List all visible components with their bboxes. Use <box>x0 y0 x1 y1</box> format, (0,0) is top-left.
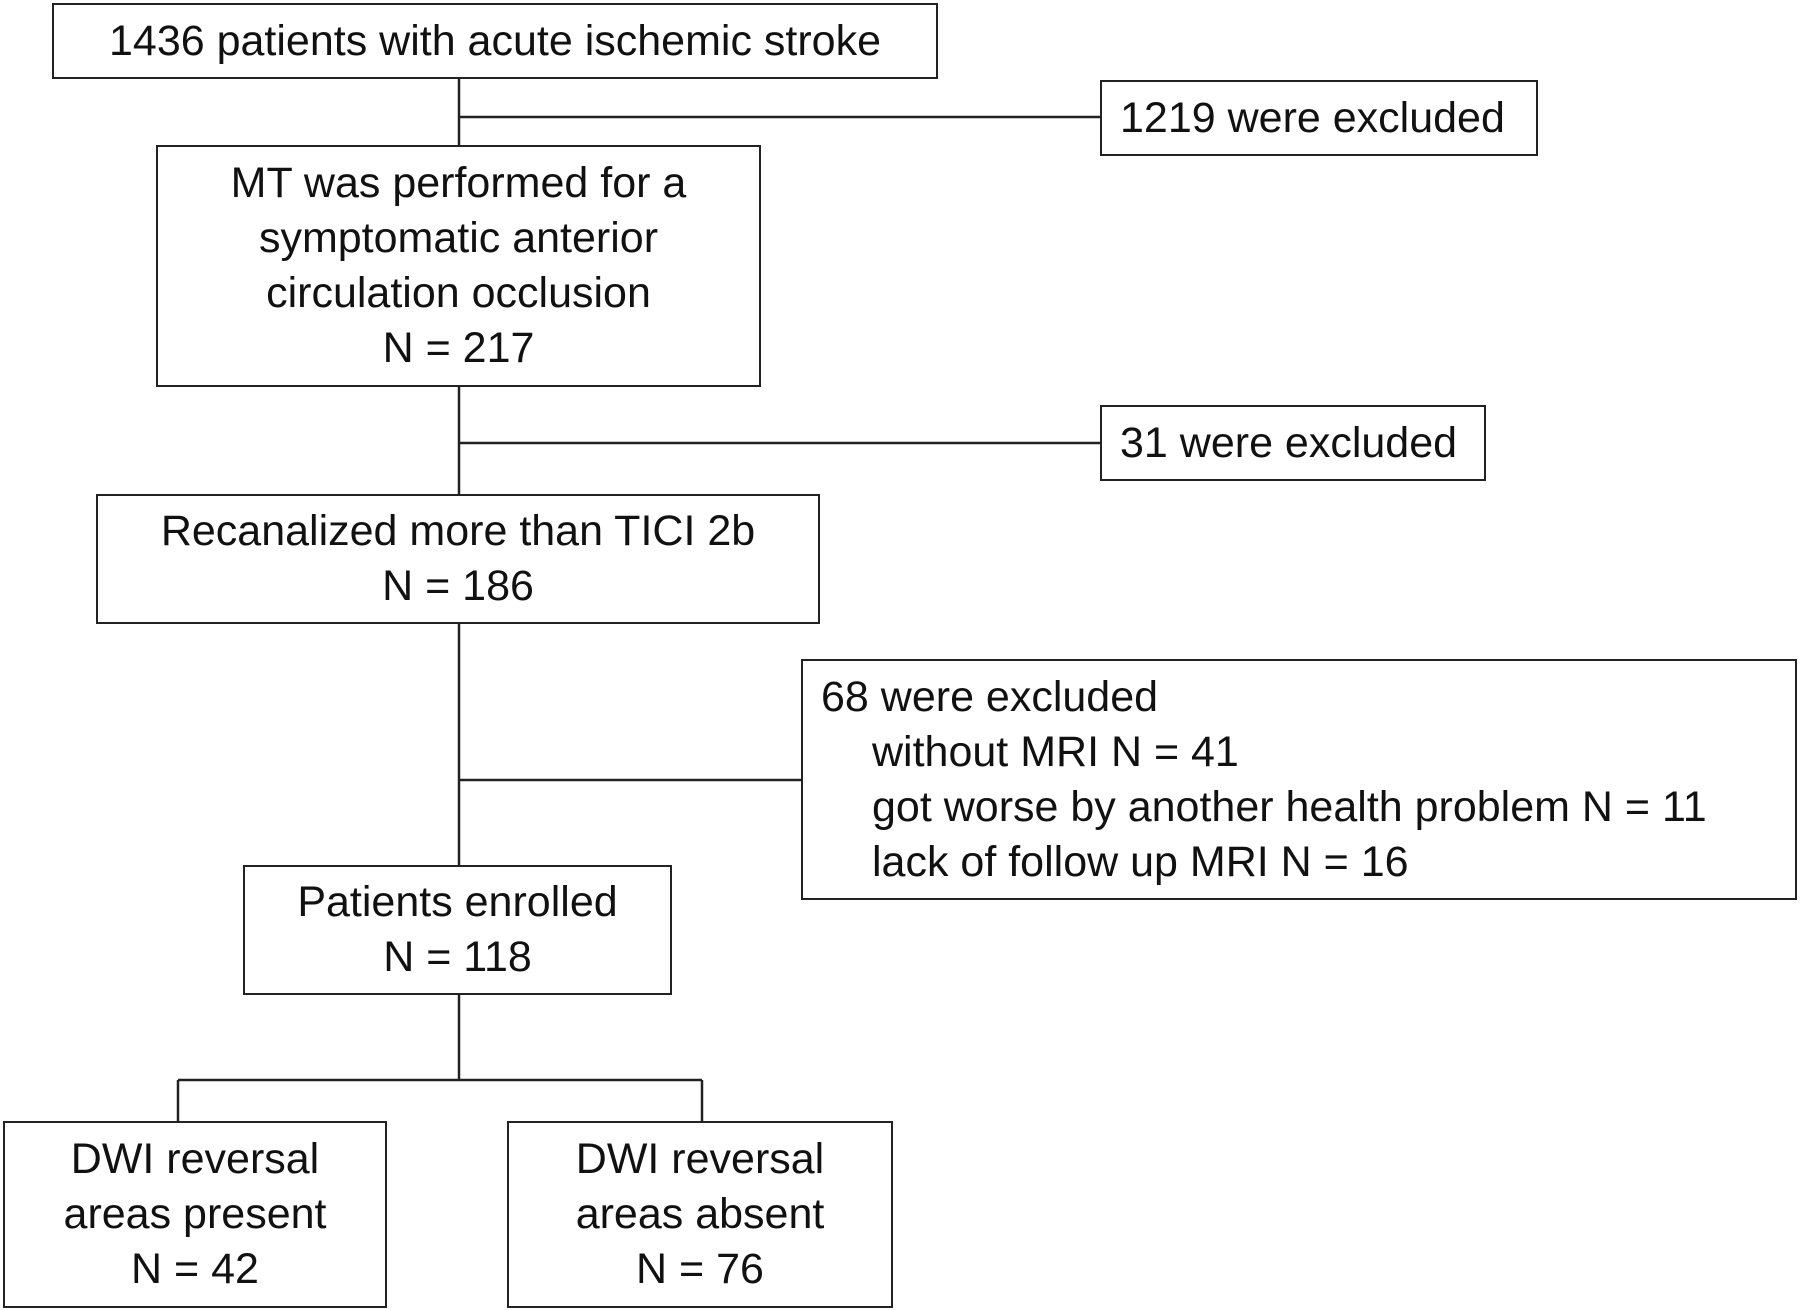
exclusion-3-title: 68 were excluded <box>821 672 1159 721</box>
mt-line-1: MT was performed for a <box>230 159 687 207</box>
dwi-absent-line-1: DWI reversal <box>575 1135 825 1183</box>
enrolled-text: Patients enrolled <box>297 878 618 926</box>
exclusion-box-2: 31 were excluded <box>1100 405 1486 481</box>
initial-population-text: 1436 patients with acute ischemic stroke <box>108 16 881 65</box>
mt-count: N = 217 <box>382 324 535 372</box>
mt-line-2: symptomatic anterior <box>258 214 659 262</box>
dwi-absent-count: N = 76 <box>636 1245 764 1293</box>
enrolled-count: N = 118 <box>383 933 532 981</box>
enrolled-box: Patients enrolled N = 118 <box>243 865 672 995</box>
dwi-absent-box: DWI reversal areas absent N = 76 <box>507 1121 893 1308</box>
initial-population-box: 1436 patients with acute ischemic stroke <box>52 3 938 79</box>
recanalized-box: Recanalized more than TICI 2b N = 186 <box>96 494 820 624</box>
dwi-absent-line-2: areas absent <box>575 1190 825 1238</box>
mt-performed-box: MT was performed for a symptomatic anter… <box>156 145 761 387</box>
dwi-present-line-2: areas present <box>63 1190 327 1238</box>
exclusion-1-text: 1219 were excluded <box>1120 93 1505 142</box>
exclusion-box-1: 1219 were excluded <box>1100 80 1538 156</box>
dwi-present-line-1: DWI reversal <box>70 1135 320 1183</box>
dwi-present-box: DWI reversal areas present N = 42 <box>3 1121 387 1308</box>
recanalized-count: N = 186 <box>382 562 534 610</box>
exclusion-reason-without-mri: without MRI N = 41 <box>872 727 1239 776</box>
exclusion-reason-no-followup-mri: lack of follow up MRI N = 16 <box>872 837 1409 886</box>
mt-line-3: circulation occlusion <box>266 269 651 317</box>
recanalized-text: Recanalized more than TICI 2b <box>160 507 756 555</box>
exclusion-2-text: 31 were excluded <box>1120 418 1458 467</box>
dwi-present-count: N = 42 <box>131 1245 259 1293</box>
exclusion-box-3: 68 were excluded without MRI N = 41 got … <box>801 659 1797 900</box>
exclusion-reason-health-problem: got worse by another health problem N = … <box>872 782 1707 831</box>
